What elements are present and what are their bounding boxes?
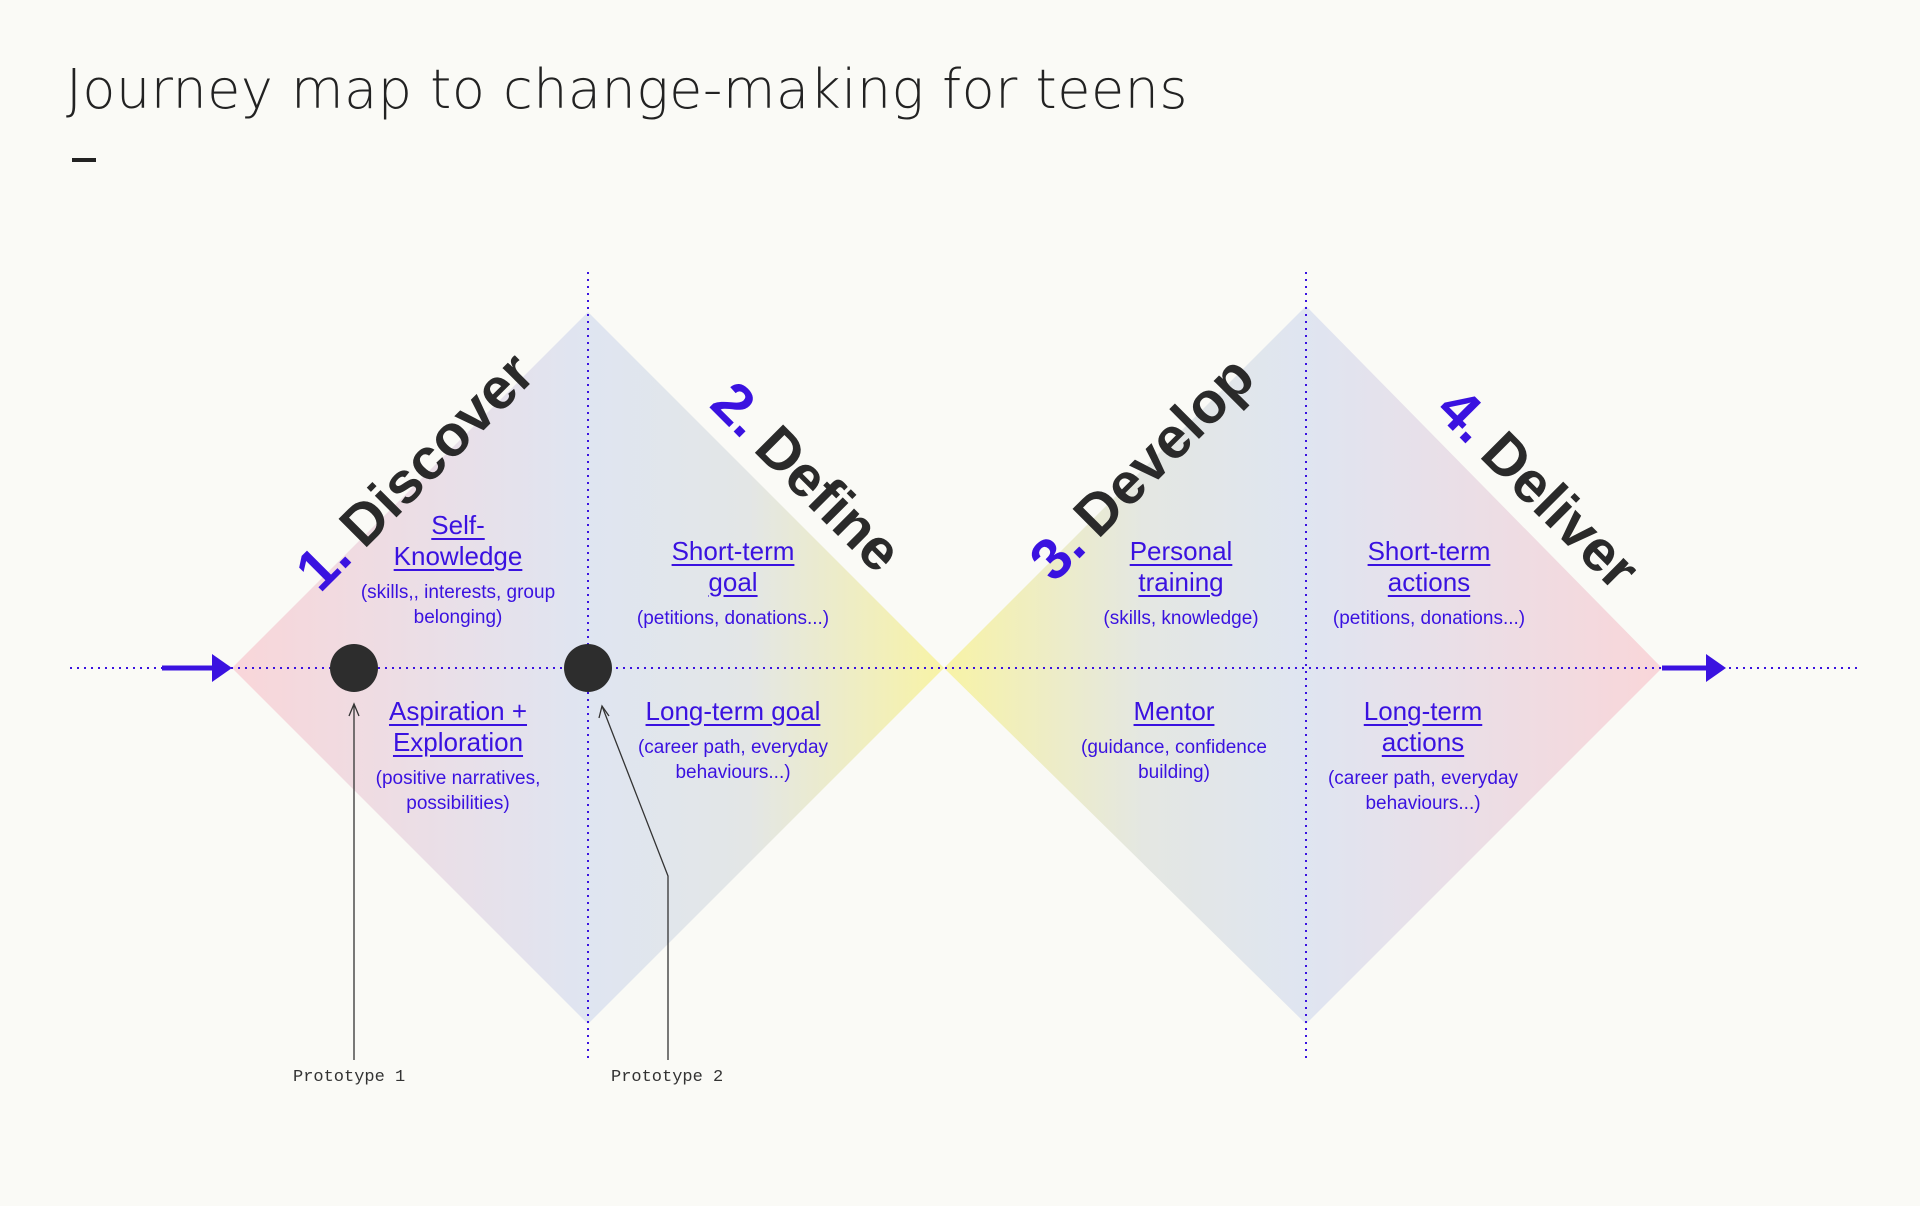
label-heading: Knowledge <box>393 541 523 571</box>
prototype-2-dot <box>564 644 612 692</box>
define-triangle <box>588 312 944 1024</box>
prototype-2-caption: Prototype 2 <box>611 1068 724 1087</box>
prototype-2-arrowhead <box>598 704 610 719</box>
label-description: (petitions, donations...) <box>636 608 830 629</box>
label-heading: Mentor <box>1133 696 1215 726</box>
entry-arrow-head <box>212 654 232 682</box>
label-heading: Personal <box>1129 536 1233 566</box>
exit-arrow-head <box>1706 654 1726 682</box>
label-personal-training: Personal training (skills, knowledge) <box>1061 536 1301 631</box>
label-heading: Short-term <box>671 536 795 566</box>
label-short-term-goal: Short-term goal (petitions, donations...… <box>613 536 853 631</box>
label-aspiration-exploration: Aspiration + Exploration (positive narra… <box>338 696 578 816</box>
label-heading: Aspiration + <box>388 696 528 726</box>
develop-triangle <box>944 306 1306 1024</box>
label-heading: Exploration <box>392 727 524 757</box>
label-heading: Self- <box>431 510 485 540</box>
prototype-1-dot <box>330 644 378 692</box>
label-heading: actions <box>1387 567 1471 597</box>
prototype-1-caption: Prototype 1 <box>293 1068 406 1087</box>
page-title: Journey map to change-making for teens <box>66 58 1189 121</box>
discover-triangle <box>232 312 588 1024</box>
label-heading: actions <box>1381 727 1465 757</box>
label-long-term-actions: Long-term actions (career path, everyday… <box>1303 696 1543 816</box>
deliver-triangle <box>1306 306 1662 1024</box>
label-heading: Long-term <box>1363 696 1483 726</box>
label-self-knowledge: Self- Knowledge (skills,, interests, gro… <box>333 510 583 630</box>
title-underline-dash <box>72 158 96 162</box>
prototype-1-arrowhead <box>348 702 360 717</box>
prototype-2-pointer <box>601 705 669 1060</box>
label-heading: Short-term <box>1367 536 1491 566</box>
label-description: (skills, knowledge) <box>1103 608 1259 629</box>
label-heading: training <box>1138 567 1224 597</box>
label-description: (positive narratives,possibilities) <box>375 768 541 814</box>
label-short-term-actions: Short-term actions (petitions, donations… <box>1309 536 1549 631</box>
label-heading: Long-term goal <box>645 696 821 726</box>
label-heading: goal <box>708 567 758 597</box>
label-description: (petitions, donations...) <box>1332 608 1526 629</box>
